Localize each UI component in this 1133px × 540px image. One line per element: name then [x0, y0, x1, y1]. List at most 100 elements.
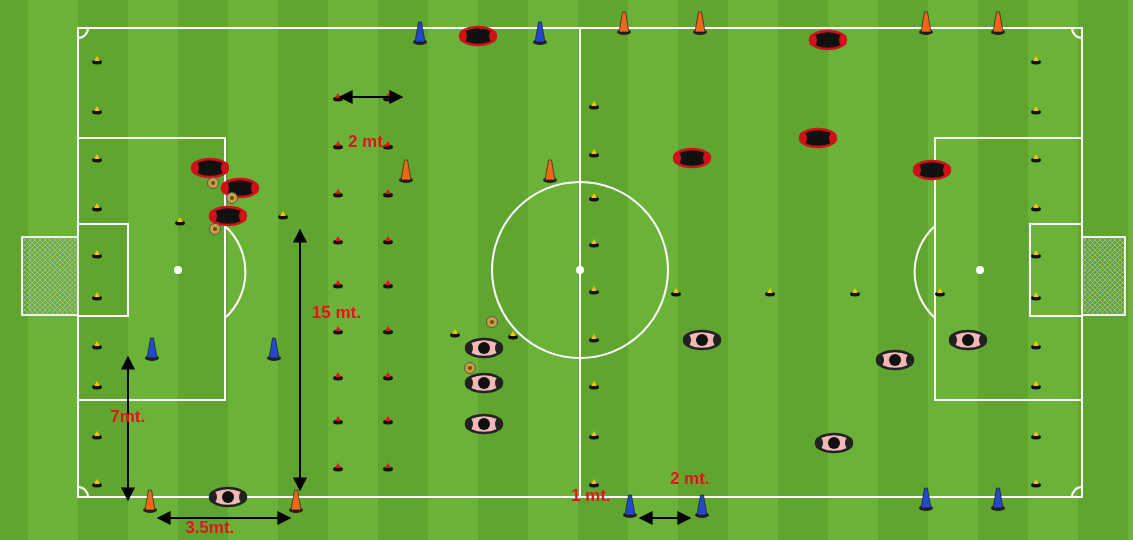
training-cone	[289, 490, 303, 513]
marker-cone	[383, 280, 393, 289]
marker-cone	[1031, 154, 1041, 163]
red-player	[913, 161, 951, 179]
red-player	[221, 179, 259, 197]
ball	[487, 317, 498, 328]
training-cone	[693, 12, 707, 35]
goal-net	[22, 237, 78, 315]
marker-cone	[1031, 479, 1041, 488]
dimension-arrow	[299, 230, 301, 490]
training-cone	[267, 338, 281, 361]
ball	[210, 224, 221, 235]
marker-cone	[333, 236, 343, 245]
pink-player	[465, 339, 503, 357]
pitch-lines	[78, 28, 1082, 497]
marker-cone	[589, 286, 599, 295]
training-cone	[617, 12, 631, 35]
marker-cone	[92, 154, 102, 163]
marker-cone	[1031, 341, 1041, 350]
dimension-arrow	[127, 357, 129, 500]
pink-player	[815, 434, 853, 452]
marker-cone	[589, 101, 599, 110]
marker-cone	[589, 239, 599, 248]
marker-cone	[1031, 292, 1041, 301]
red-player	[209, 207, 247, 225]
marker-cone	[92, 341, 102, 350]
marker-cone	[1031, 106, 1041, 115]
red-player	[191, 159, 229, 177]
marker-cone	[333, 189, 343, 198]
marker-cone	[1031, 250, 1041, 259]
training-cone	[543, 160, 557, 183]
marker-cone	[92, 292, 102, 301]
marker-cone	[589, 149, 599, 158]
marker-cone	[333, 141, 343, 150]
marker-cone	[850, 288, 860, 297]
dimension-label: 3.5mt.	[185, 519, 234, 536]
ball	[465, 363, 476, 374]
marker-cone	[333, 372, 343, 381]
marker-cone	[333, 463, 343, 472]
marker-cone	[1031, 381, 1041, 390]
red-player	[673, 149, 711, 167]
marker-cone	[935, 288, 945, 297]
training-cone	[533, 22, 547, 45]
pink-player	[465, 415, 503, 433]
marker-cone	[92, 106, 102, 115]
marker-cone	[1031, 431, 1041, 440]
marker-cone	[175, 217, 185, 226]
marker-cone	[278, 211, 288, 220]
marker-cone	[589, 431, 599, 440]
dimension-arrow	[340, 96, 402, 98]
dimension-label: 7mt.	[111, 408, 146, 425]
dimension-arrow	[640, 517, 690, 519]
red-player	[809, 31, 847, 49]
pink-player	[949, 331, 987, 349]
marker-cone	[92, 250, 102, 259]
marker-cone	[383, 189, 393, 198]
marker-cone	[383, 326, 393, 335]
training-cone	[919, 12, 933, 35]
marker-cone	[671, 288, 681, 297]
marker-cone	[1031, 56, 1041, 65]
marker-cone	[383, 463, 393, 472]
marker-cone	[333, 326, 343, 335]
dimension-label: 2 mt.	[670, 470, 710, 487]
marker-cone	[92, 431, 102, 440]
training-cone	[991, 12, 1005, 35]
ball	[227, 193, 238, 204]
marker-cone	[765, 288, 775, 297]
training-cone	[399, 160, 413, 183]
pink-player	[465, 374, 503, 392]
dimension-label: 2 mt.	[348, 133, 388, 150]
training-cone	[145, 338, 159, 361]
training-cone	[143, 490, 157, 513]
dimension-label: 1 mt.	[571, 487, 611, 504]
dimension-label: 15 mt.	[312, 304, 361, 321]
marker-cone	[1031, 203, 1041, 212]
marker-cone	[333, 416, 343, 425]
marker-cone	[589, 334, 599, 343]
training-cone	[413, 22, 427, 45]
marker-cone	[383, 372, 393, 381]
marker-cone	[450, 329, 460, 338]
red-player	[799, 129, 837, 147]
training-cone	[991, 488, 1005, 511]
training-cone	[919, 488, 933, 511]
pink-player	[876, 351, 914, 369]
marker-cone	[92, 56, 102, 65]
pink-player	[209, 488, 247, 506]
marker-cone	[92, 381, 102, 390]
training-cone	[695, 495, 709, 518]
marker-cone	[92, 203, 102, 212]
pink-player	[683, 331, 721, 349]
training-cone	[623, 495, 637, 518]
red-player	[459, 27, 497, 45]
ball	[208, 178, 219, 189]
marker-cone	[589, 193, 599, 202]
marker-cone	[92, 479, 102, 488]
marker-cone	[383, 236, 393, 245]
marker-cone	[508, 331, 518, 340]
